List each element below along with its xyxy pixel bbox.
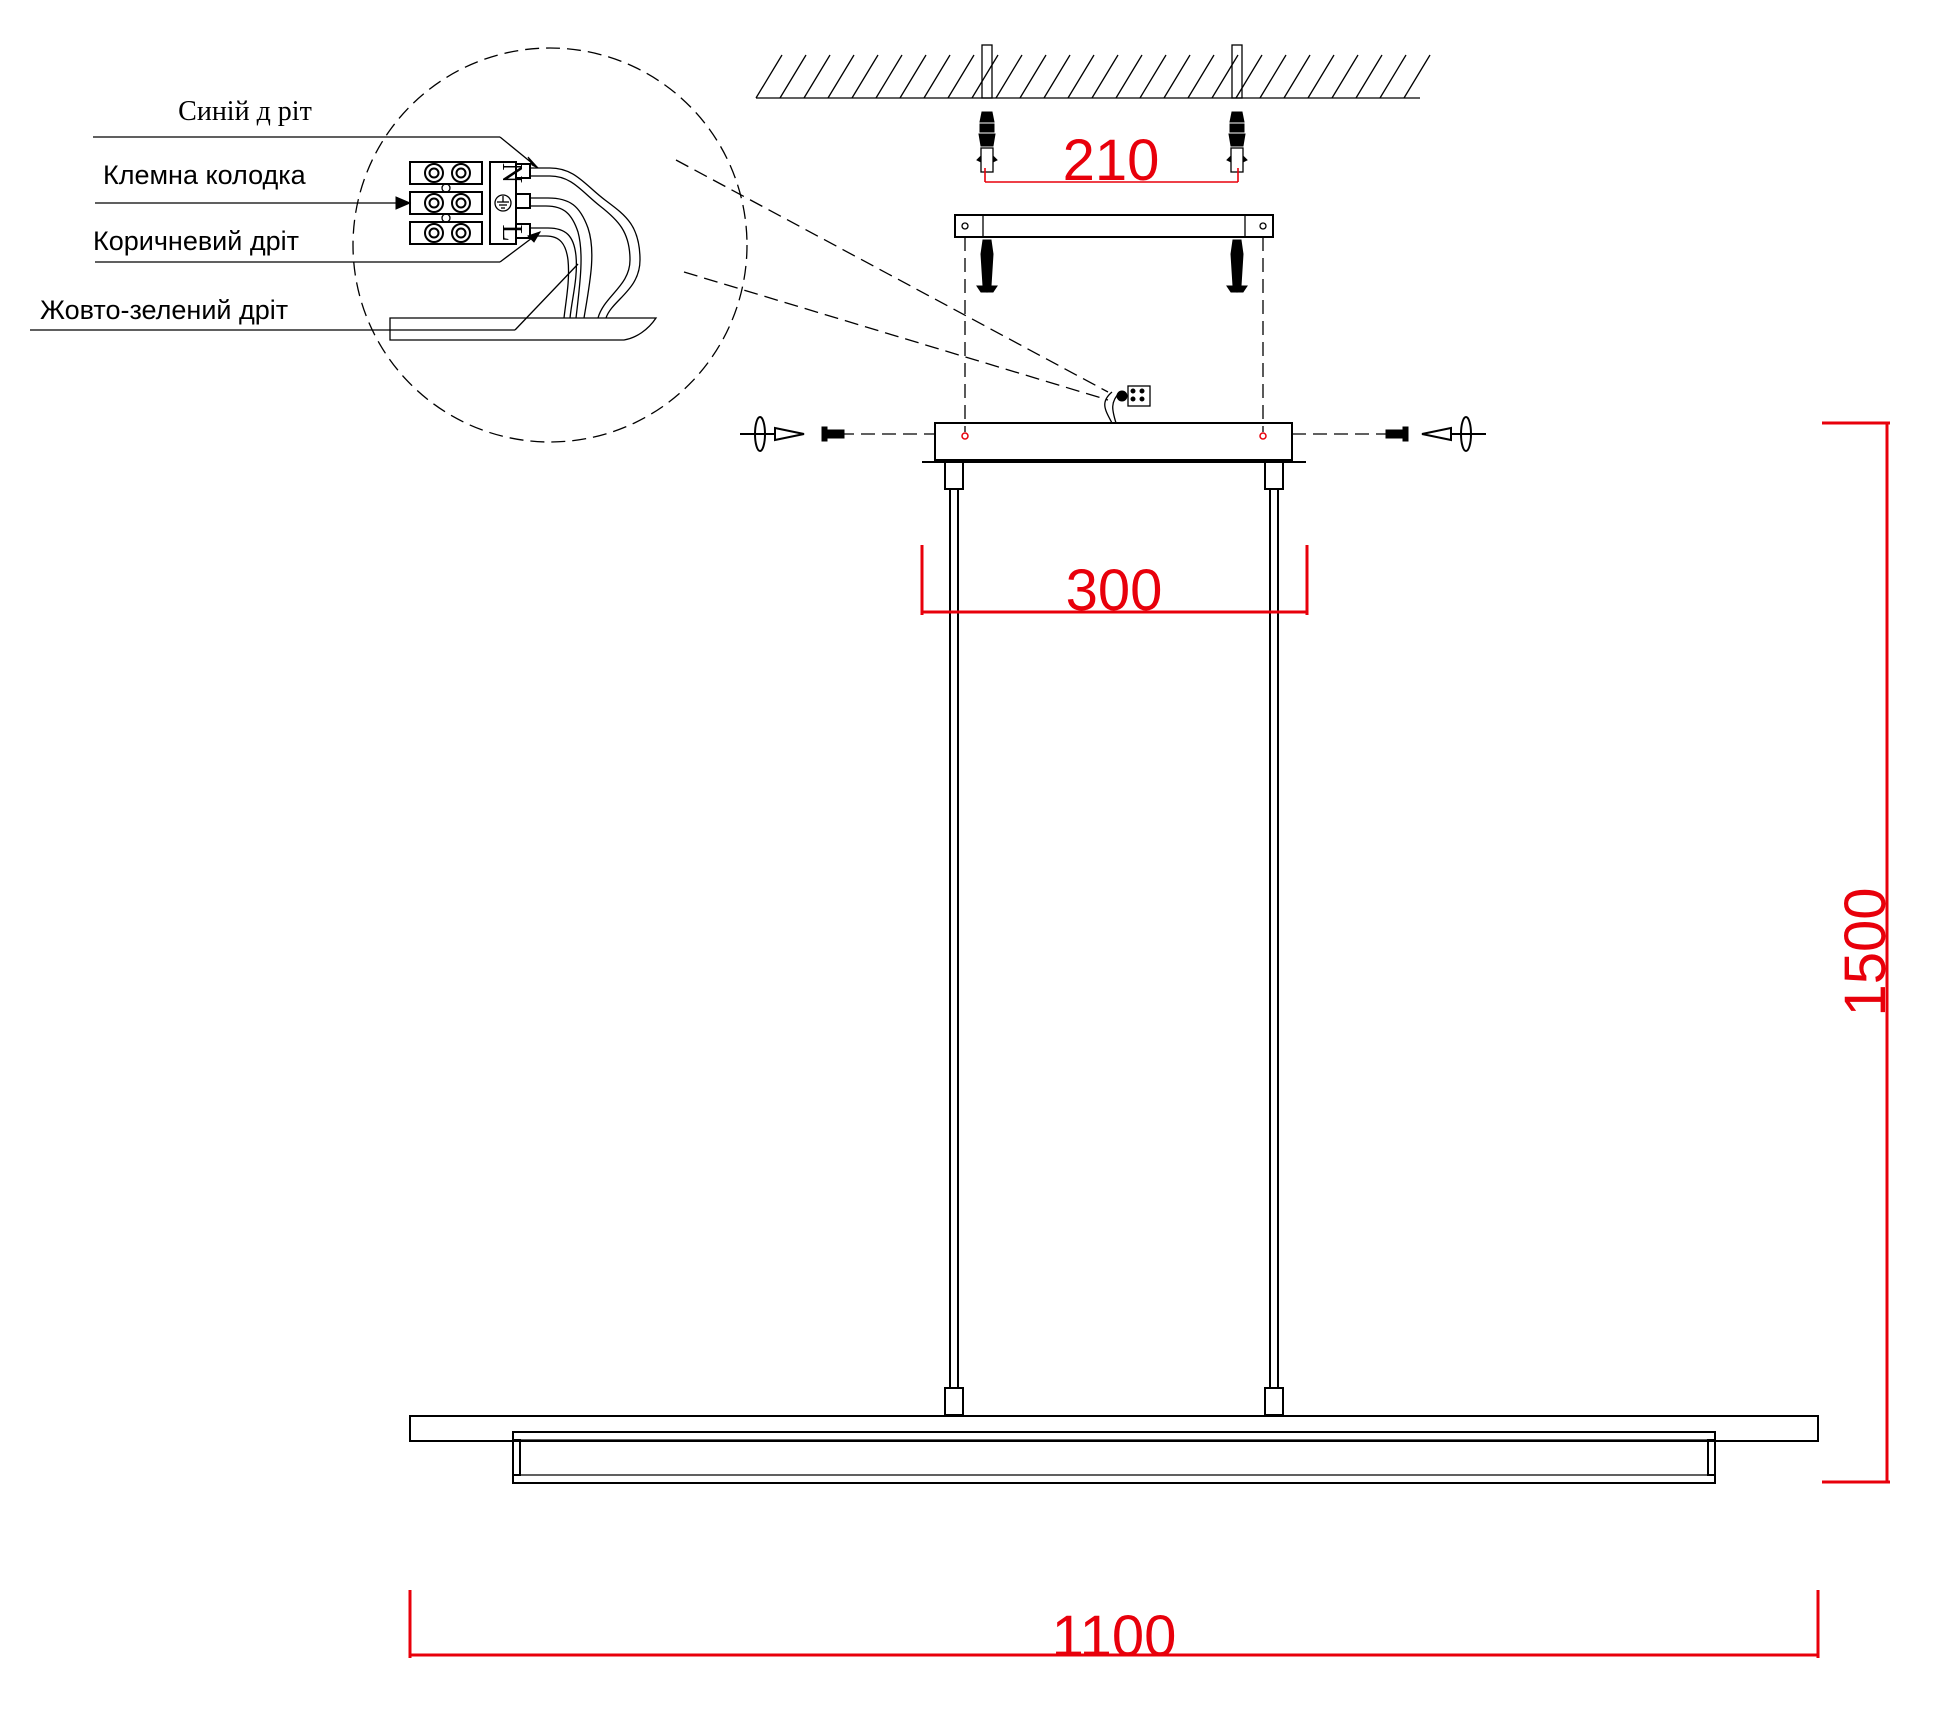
wiring-detail: N L <box>30 47 1109 443</box>
terminal-mark-n: N <box>496 163 527 183</box>
dimension-210-label: 210 <box>1063 128 1160 193</box>
dimension-1100-label: 1100 <box>1052 1604 1177 1669</box>
terminal-block-small <box>1104 385 1151 424</box>
mounting-bracket <box>954 214 1274 238</box>
suspension-cables <box>944 461 1284 1416</box>
label-terminal-block: Клемна колодка <box>103 160 307 190</box>
dimension-1100: 1100 <box>408 1590 1820 1669</box>
lamp-body <box>409 1415 1819 1484</box>
screw-icon <box>976 239 998 293</box>
dimension-300-label: 300 <box>1066 558 1163 623</box>
dimension-1500-label: 1500 <box>1833 887 1898 1016</box>
ground-icon <box>494 194 512 212</box>
screw-icon <box>1385 426 1409 442</box>
dimension-1500: 1500 <box>1822 421 1898 1484</box>
ceiling <box>755 44 1431 99</box>
wall-plug-icon <box>1226 111 1248 173</box>
screw-icon <box>821 426 845 442</box>
label-leaders <box>30 136 579 331</box>
ceiling-hatch <box>755 54 1431 99</box>
canopy <box>922 422 1306 463</box>
screw-icon <box>1226 239 1248 293</box>
wall-plug-icon <box>976 111 998 173</box>
label-brown-wire: Коричневий дріт <box>93 226 299 256</box>
cap-left <box>740 416 805 452</box>
label-yellow-green-wire: Жовто-зелений дріт <box>40 295 288 325</box>
label-blue-wire: Синій д ріт <box>178 96 312 127</box>
dimension-300: 300 <box>920 545 1309 623</box>
cap-right <box>1421 416 1486 452</box>
wires <box>515 163 641 319</box>
dimension-210: 210 <box>984 128 1239 193</box>
terminal-block: N L <box>409 161 527 245</box>
